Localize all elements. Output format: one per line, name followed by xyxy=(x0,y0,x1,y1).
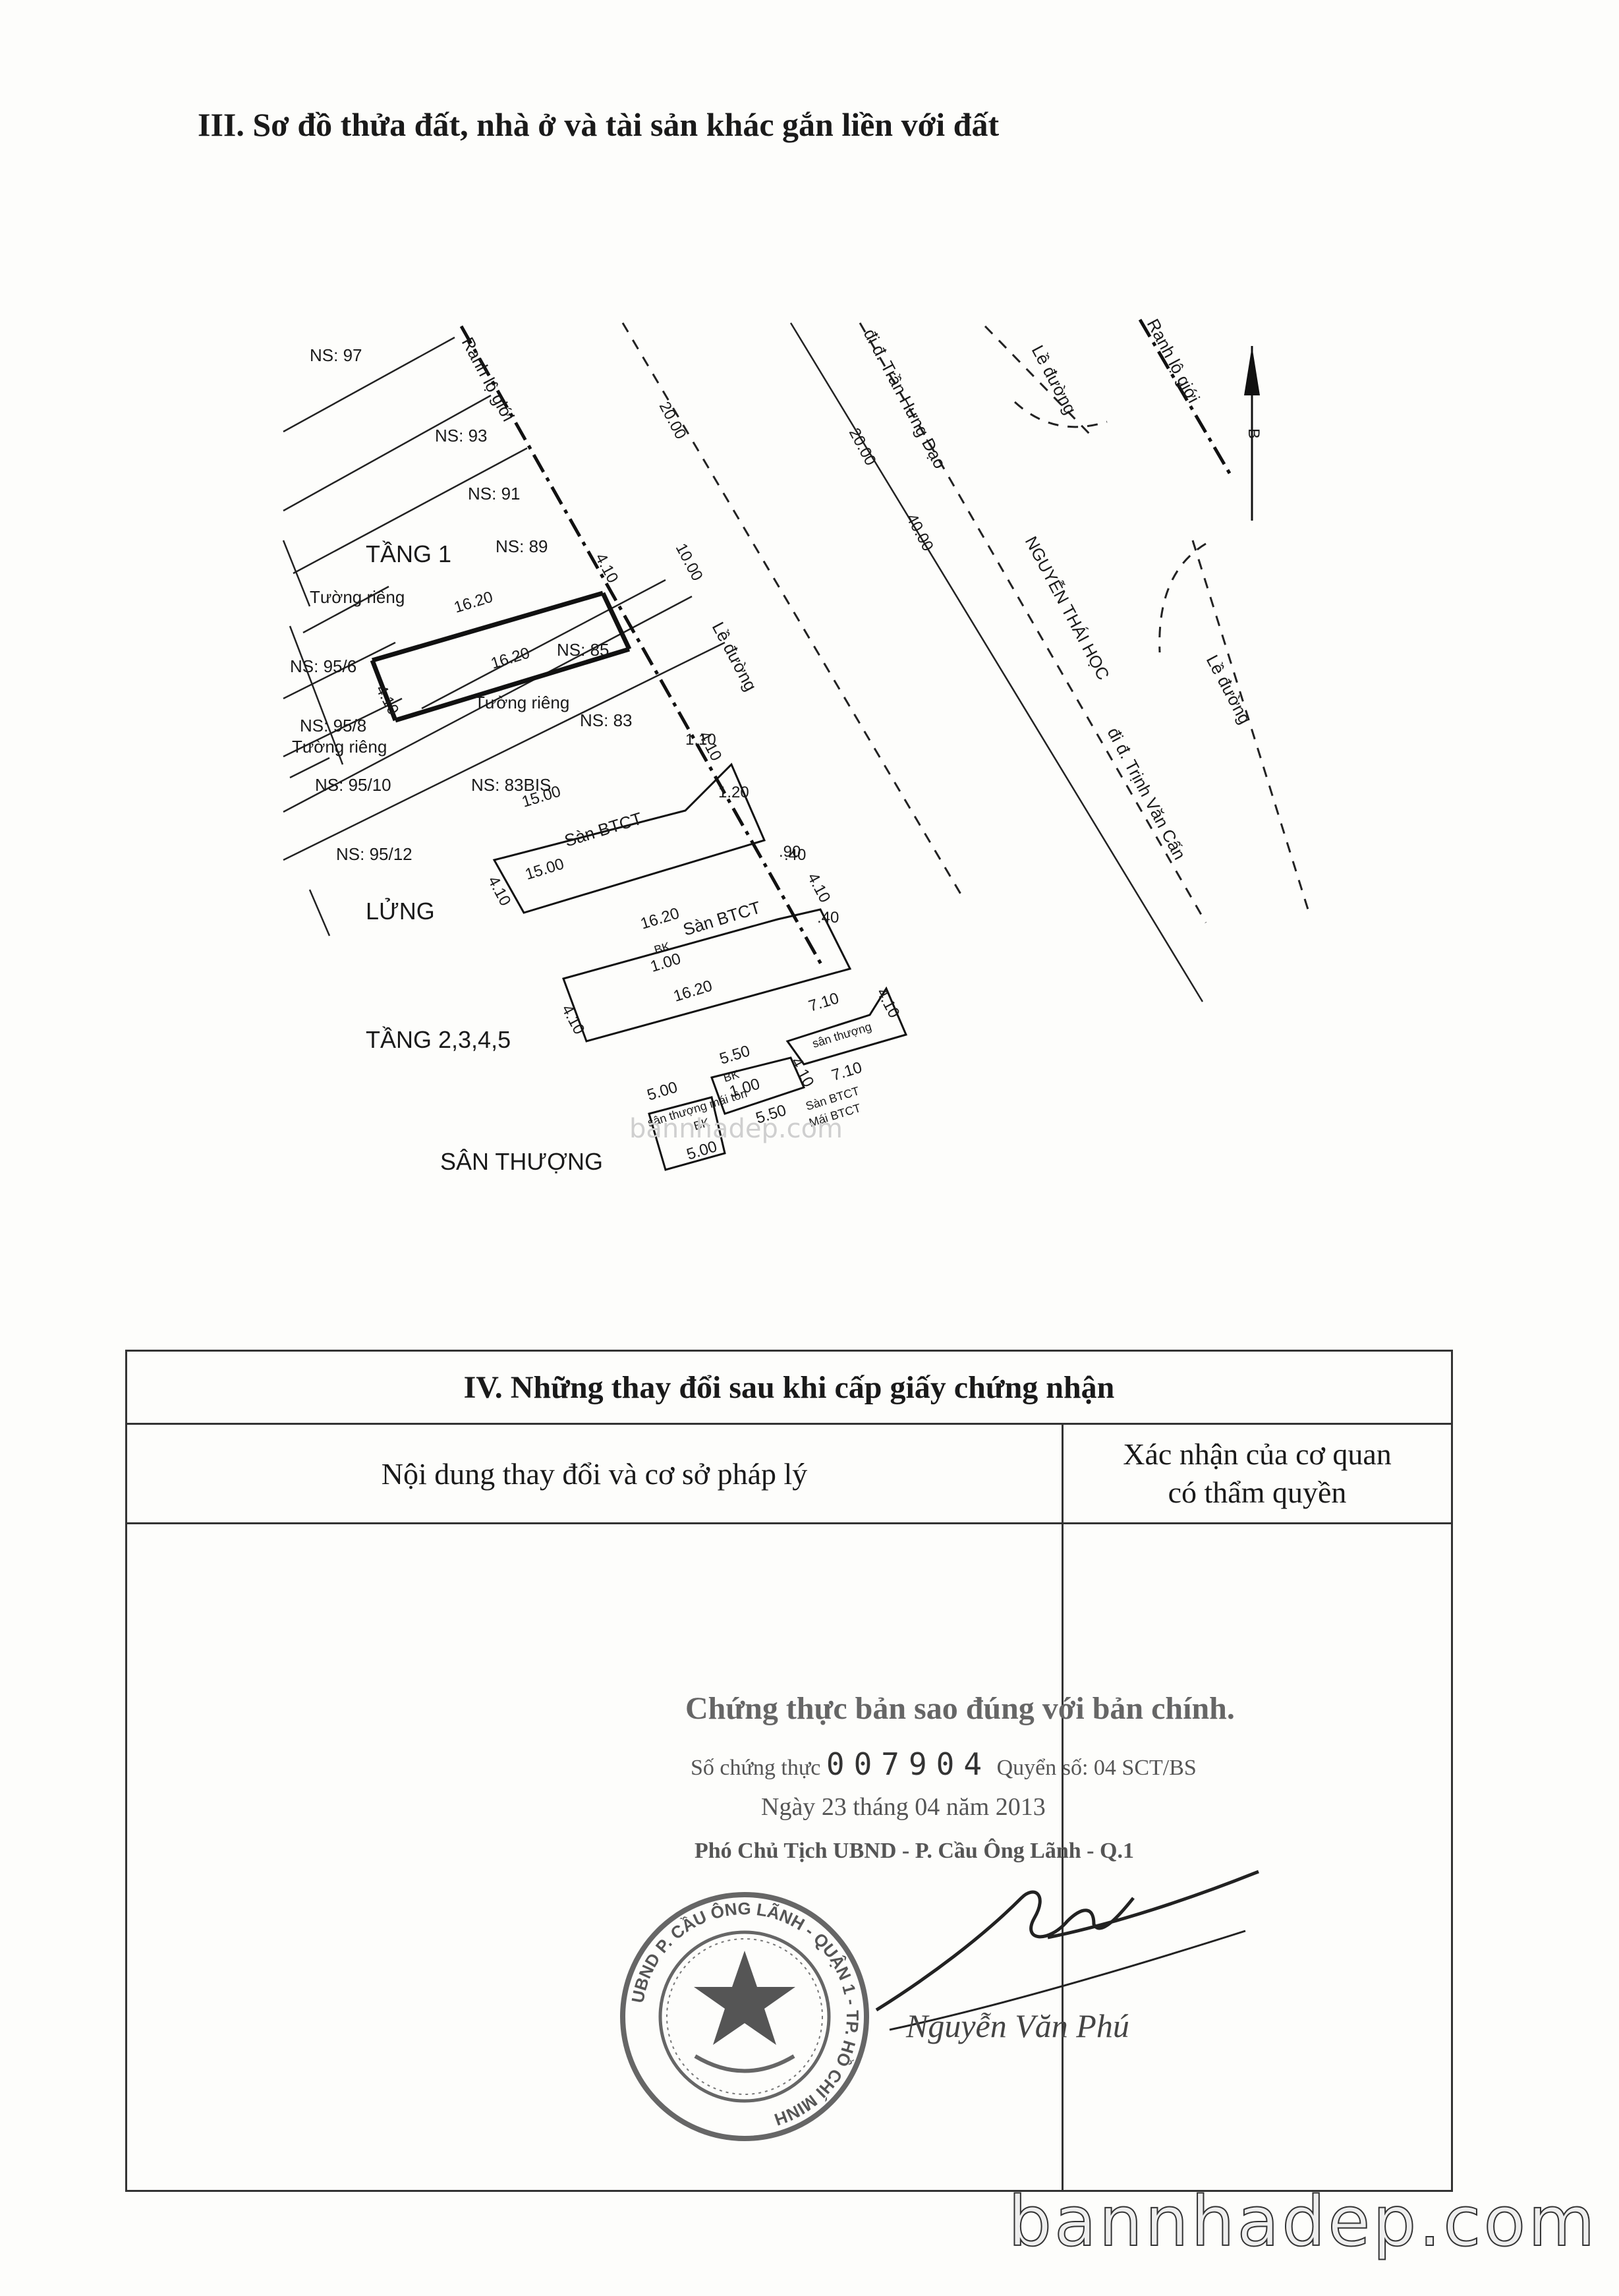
dim-4-10-b: 4.10 xyxy=(372,682,403,718)
signature-icon xyxy=(875,1870,1259,2031)
curb-line-2 xyxy=(984,325,1092,436)
upper-floors-outline xyxy=(562,908,852,1043)
cert-thang-label: tháng xyxy=(853,1793,909,1821)
dim-4-10-c: 4.10 xyxy=(484,873,515,909)
label-le-duong-1: Lề đường xyxy=(708,619,761,695)
dim-4-10-f: 4.10 xyxy=(804,870,834,905)
cert-so-value: 007904 xyxy=(826,1746,992,1782)
dim-7-10-b: 7.10 xyxy=(830,1058,865,1084)
watermark-small: bannhadep.com xyxy=(629,1114,843,1144)
curb-line-3 xyxy=(1191,540,1309,910)
neighbor-ns-83: NS: 83 xyxy=(580,710,633,730)
curb-corner-1 xyxy=(1013,401,1108,428)
mezzanine-outline xyxy=(492,762,766,914)
dim-16-20-c: 16.20 xyxy=(639,904,681,933)
neighbor-ns-95-10: NS: 95/10 xyxy=(315,775,391,795)
neighbor-ns-95-8: NS: 95/8 xyxy=(300,716,366,735)
neighbor-ns-95-12: NS: 95/12 xyxy=(336,844,412,864)
dim-16-20-a: 16.20 xyxy=(452,588,495,616)
neighbor-ns-83bis: NS: 83BIS xyxy=(471,775,551,795)
neighbor-ns-91: NS: 91 xyxy=(468,484,521,503)
column-header-confirmation: Xác nhận của cơ quan có thẩm quyền xyxy=(1062,1423,1453,1524)
label-le-duong-2: Lề đường xyxy=(1028,342,1081,418)
neighbor-ns-93: NS: 93 xyxy=(435,426,488,445)
cert-quyen-label: Quyển số: xyxy=(996,1756,1089,1780)
neighbor-ns-89: NS: 89 xyxy=(496,536,548,556)
section-3-title: III. Sơ đồ thửa đất, nhà ở và tài sản kh… xyxy=(198,106,1000,143)
dim-4-10-h: 4.10 xyxy=(787,1054,818,1090)
roof-slab-outline xyxy=(710,1056,806,1115)
column-header-confirmation-line1: Xác nhận của cơ quan xyxy=(1123,1437,1392,1471)
dim-10-00: 10.00 xyxy=(672,540,706,584)
watermark-bannhadep: bannhadep.com xyxy=(1008,2181,1598,2262)
dim-0-40-a: .40 xyxy=(784,846,806,864)
label-tuong-rieng-1: Tường riêng xyxy=(310,587,405,607)
floor-label-lung: LỬNG xyxy=(366,897,435,925)
dim-16-20-d: 16.20 xyxy=(671,977,714,1005)
certification-title: Chứng thực bản sao đúng với bản chính. xyxy=(685,1691,1235,1726)
north-label: B xyxy=(1245,428,1263,439)
changes-content-cell xyxy=(125,1522,1064,2192)
dim-20-00-b: 20.00 xyxy=(845,425,880,469)
floor-label-tang-1: TẦNG 1 xyxy=(366,540,451,567)
neighbor-ns-97: NS: 97 xyxy=(310,345,362,365)
dim-15-00-b: 15.00 xyxy=(523,855,566,883)
dim-0-90: .90 xyxy=(779,843,801,861)
cert-quyen-value: 04 SCT/BS xyxy=(1093,1756,1197,1780)
confirmation-cell xyxy=(1062,1522,1453,2192)
section-4-title: IV. Những thay đổi sau khi cấp giấy chứn… xyxy=(125,1350,1453,1425)
label-san-btct-2: Sàn BTCT xyxy=(681,898,763,940)
north-arrow-icon: B xyxy=(1244,346,1263,521)
certification-signer-title: Phó Chủ Tịch UBND - P. Cầu Ông Lãnh - Q.… xyxy=(695,1839,1134,1863)
road-boundary-line-right xyxy=(1138,318,1234,479)
roof-terrace-outline xyxy=(785,986,908,1066)
label-to-trinh-van-can: đi đ. Trịnh Văn Cấn xyxy=(1104,724,1190,863)
signer-name: Nguyễn Văn Phú xyxy=(906,2007,1129,2044)
label-street-nguyen-thai-hoc: NGUYỄN THÁI HỌC xyxy=(1021,533,1114,683)
curb-line-1 xyxy=(621,322,963,897)
changes-table: IV. Những thay đổi sau khi cấp giấy chứn… xyxy=(125,1350,1453,2192)
cert-ngay-label: Ngày xyxy=(761,1793,816,1821)
label-ranh-lo-gioi-left: Ranh lộ giới xyxy=(458,334,519,425)
floor-label-san-thuong: SÂN THƯỢNG xyxy=(440,1148,603,1175)
official-seal-icon: UBND P. CẦU ÔNG LÃNH - QUẬN 1 - TP. HỒ C… xyxy=(620,1892,869,2141)
dim-16-20-b: 16.20 xyxy=(489,644,532,672)
cert-day: 23 xyxy=(821,1793,847,1821)
roof-tin-outline xyxy=(648,1096,726,1171)
land-plot-diagram: B NS: 97 NS: 93 NS: 91 NS: 89 NS: 85 NS:… xyxy=(282,316,1309,1175)
floor-label-tang-2345: TẦNG 2,3,4,5 xyxy=(366,1026,511,1053)
label-tuong-rieng-3: Tường riêng xyxy=(292,737,387,757)
certification-date-line: Ngày 23 tháng 04 năm 2013 xyxy=(761,1793,1046,1822)
label-tuong-rieng-2: Tường riêng xyxy=(474,693,569,712)
neighbor-ns-95-6: NS: 95/6 xyxy=(290,656,356,676)
label-le-duong-3: Lề đường xyxy=(1203,652,1255,728)
dim-7-10-a: 7.10 xyxy=(807,989,841,1015)
dim-0-40-b: .40 xyxy=(817,909,839,927)
cert-year: 2013 xyxy=(995,1793,1046,1821)
dim-5-50-a: 5.50 xyxy=(718,1042,753,1068)
column-header-confirmation-line2: có thẩm quyền xyxy=(1168,1476,1347,1509)
neighbor-ns-85: NS: 85 xyxy=(557,640,610,660)
label-san-btct-1: Sàn BTCT xyxy=(562,809,644,851)
cert-so-label: Số chứng thực xyxy=(691,1756,821,1780)
label-ranh-lo-gioi-right: Ranh lộ giới xyxy=(1143,316,1204,407)
dim-20-00-a: 20.00 xyxy=(656,399,690,442)
certification-number-line: Số chứng thực 007904 Quyển số: 04 SCT/BS xyxy=(691,1746,1197,1782)
cert-month: 04 xyxy=(915,1793,940,1821)
main-lot xyxy=(370,590,632,723)
dim-5-00-a: 5.00 xyxy=(645,1078,680,1104)
centre-line xyxy=(859,322,1207,923)
dim-40-00: 40.00 xyxy=(903,511,937,554)
curb-corner-2 xyxy=(1158,542,1207,653)
dim-1-20: 1.20 xyxy=(718,784,749,801)
road-boundary-line-left xyxy=(459,325,826,970)
column-header-content: Nội dung thay đổi và cơ sở pháp lý xyxy=(125,1423,1064,1524)
street-axis xyxy=(789,322,1204,1002)
dim-1-10: 1.10 xyxy=(685,731,716,749)
cert-nam-label: năm xyxy=(946,1793,990,1821)
